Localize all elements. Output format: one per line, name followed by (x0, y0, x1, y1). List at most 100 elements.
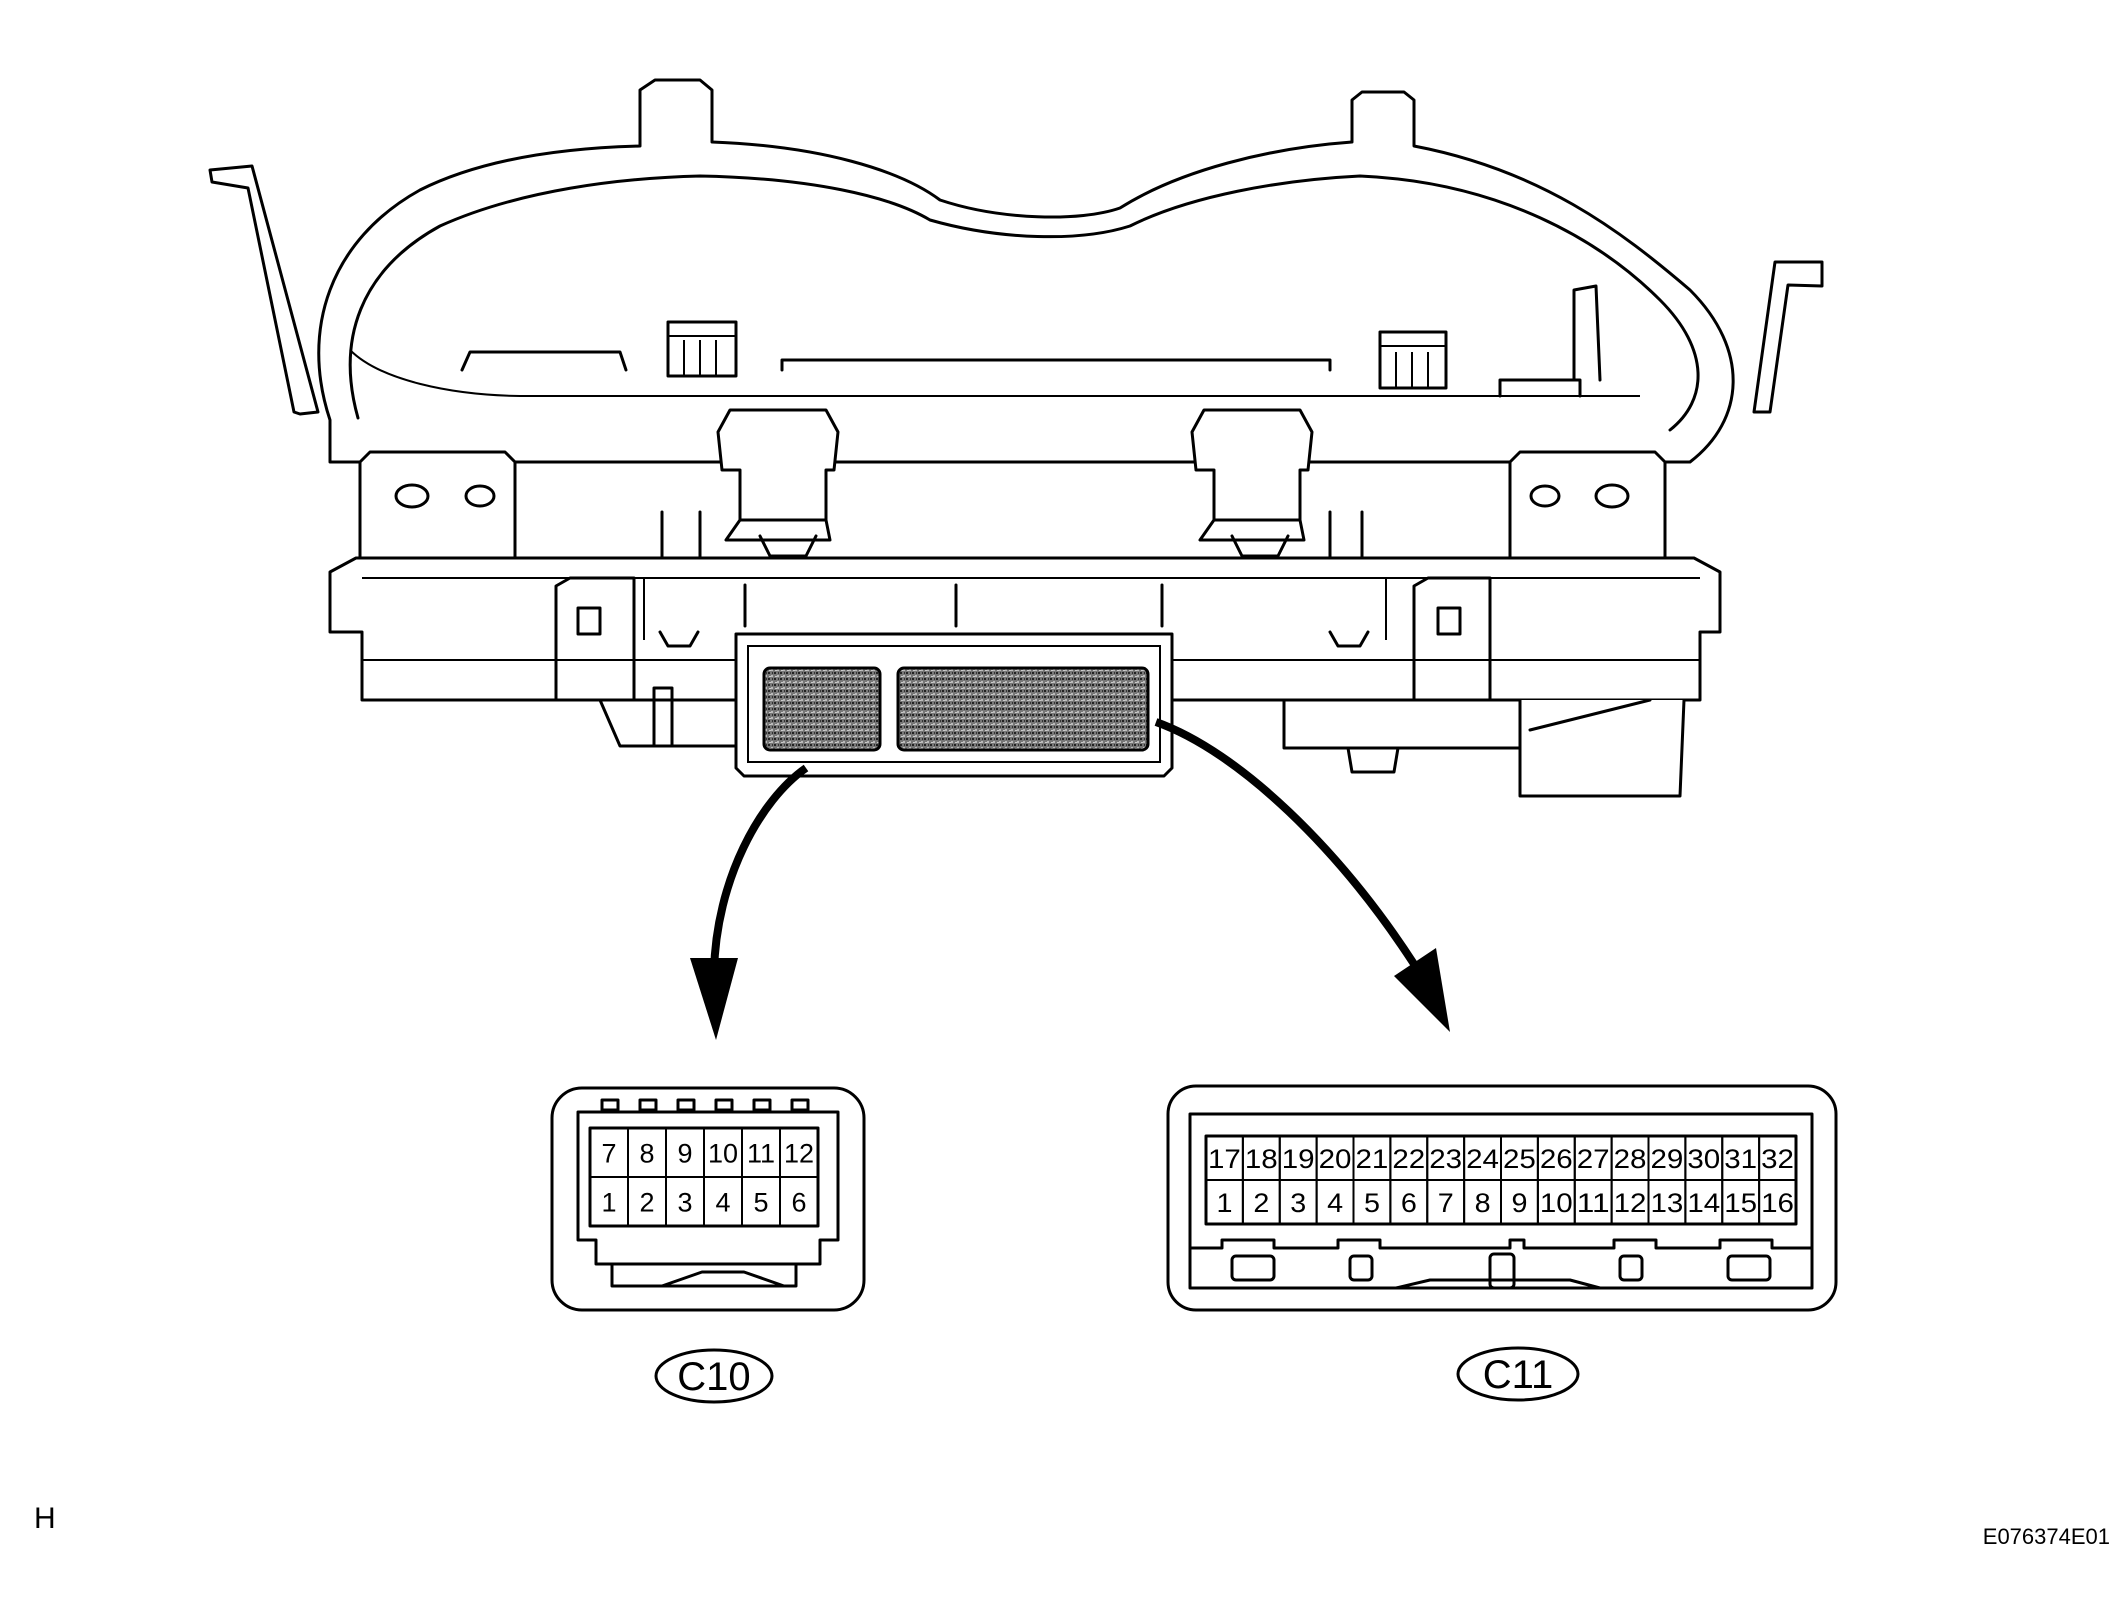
housing-lower (328, 556, 1722, 702)
nub (658, 630, 700, 648)
latch-right (1412, 576, 1492, 702)
mount-hole (464, 484, 496, 508)
inner-post (1572, 284, 1602, 382)
c11-pin-number: 7 (1438, 1188, 1454, 1218)
c11-pin-number: 6 (1401, 1188, 1417, 1218)
c11-pin-number: 24 (1466, 1144, 1499, 1174)
c11-pin-number: 19 (1282, 1144, 1315, 1174)
c10-pin-number: 9 (677, 1139, 692, 1169)
c11-keyway (1188, 1238, 1814, 1250)
c11-pin-number: 26 (1540, 1144, 1573, 1174)
corner-letter: H (34, 1502, 56, 1535)
arrow-to-c10 (710, 764, 809, 973)
clip-right-foot (1198, 518, 1306, 542)
c11-pin-number: 3 (1290, 1188, 1306, 1218)
c11-pin-number: 17 (1208, 1144, 1241, 1174)
c11-key (1230, 1254, 1276, 1282)
c11-pin-number: 31 (1724, 1144, 1757, 1174)
c10-pin-number: 7 (601, 1139, 616, 1169)
figure-id: E076374E01 (1983, 1524, 2110, 1549)
c10-pin-number: 10 (708, 1139, 738, 1169)
c11-pin-number: 28 (1614, 1144, 1647, 1174)
c11-pin-number: 14 (1687, 1188, 1720, 1218)
c11-pin-number: 16 (1761, 1188, 1794, 1218)
c11-pin-number: 21 (1356, 1144, 1389, 1174)
clip-left (716, 408, 840, 522)
c11-pin-number: 9 (1511, 1188, 1527, 1218)
arrowhead (1394, 948, 1450, 1032)
c11-key (1726, 1254, 1772, 1282)
c11-pin-number: 18 (1245, 1144, 1278, 1174)
c11-label-oval (1456, 1346, 1580, 1402)
mount-hole (1594, 483, 1630, 509)
c11-pin-number: 23 (1429, 1144, 1462, 1174)
clip-right-tab (1230, 534, 1290, 558)
c11-pin-number: 12 (1614, 1188, 1647, 1218)
c10-inner-frame (576, 1110, 840, 1266)
inner-panel-center (780, 358, 1332, 372)
c10-pin-number: 11 (747, 1139, 775, 1169)
c11-pin-number: 8 (1475, 1188, 1491, 1218)
inner-panel-left (460, 350, 628, 372)
connector-window-inner (747, 645, 1161, 763)
c10-connector-socket (762, 666, 882, 752)
c11-pin-number: 1 (1216, 1188, 1232, 1218)
c11-pin-number: 2 (1253, 1188, 1269, 1218)
c10-pin-number: 5 (753, 1188, 768, 1218)
c10-pin-number: 2 (639, 1188, 654, 1218)
lower-block-edge (1528, 698, 1652, 732)
c10-outer-shell (550, 1086, 866, 1312)
c11-connector-socket (896, 666, 1150, 752)
c11-pin-number: 27 (1577, 1144, 1610, 1174)
housing-upper-right (1508, 450, 1667, 560)
latch-left (554, 576, 636, 702)
pointer-arrows (690, 718, 1450, 1040)
c11-pin-cell (1758, 1179, 1797, 1225)
clip-left-foot (724, 518, 832, 542)
c11-lock-ramp (1394, 1278, 1602, 1290)
c11-key (1618, 1254, 1644, 1282)
c11-pin-number: 11 (1577, 1188, 1610, 1218)
c10-pin-number: 1 (601, 1188, 616, 1218)
c11-pin-number: 20 (1319, 1144, 1352, 1174)
right-bracket (1752, 260, 1824, 414)
c11-pin-number: 29 (1651, 1144, 1684, 1174)
lower-tab-right (1346, 746, 1400, 774)
left-bracket (208, 164, 320, 416)
c10-pin-number: 3 (677, 1188, 692, 1218)
c10-pin-cell (779, 1176, 819, 1227)
c11-pin-number: 30 (1687, 1144, 1720, 1174)
c11-pin-number: 13 (1651, 1188, 1684, 1218)
c11-key (1348, 1254, 1374, 1282)
c10-pin-number: 12 (784, 1139, 814, 1169)
hood-lip (349, 349, 1640, 397)
c10-label-oval (654, 1348, 774, 1404)
c11-key (1488, 1252, 1516, 1290)
c11-pin-number: 10 (1540, 1188, 1573, 1218)
lower-block-right (1518, 699, 1686, 798)
lower-post-left (652, 686, 674, 748)
c11-outer-shell (1166, 1084, 1838, 1312)
inner-comb-right (1378, 330, 1448, 390)
c11-pin-number: 22 (1392, 1144, 1425, 1174)
c11-pin-number: 4 (1327, 1188, 1343, 1218)
mount-hole (1529, 484, 1561, 508)
clip-left-tab (758, 534, 818, 558)
inner-panel-right (1498, 378, 1582, 398)
c10-top-keys (600, 1098, 810, 1112)
c10-pin-number: 8 (639, 1139, 654, 1169)
arrowhead (690, 958, 738, 1040)
housing-upper (358, 450, 517, 560)
clip-right (1190, 408, 1314, 522)
c10-lock (610, 1262, 798, 1288)
mount-hole (394, 483, 430, 509)
arrow-to-c11 (1154, 718, 1418, 967)
c11-pin-number: 15 (1724, 1188, 1757, 1218)
combination-meter-assembly (208, 78, 1824, 798)
meter-hood-inner (348, 174, 1700, 432)
c11-pin-number: 25 (1503, 1144, 1536, 1174)
